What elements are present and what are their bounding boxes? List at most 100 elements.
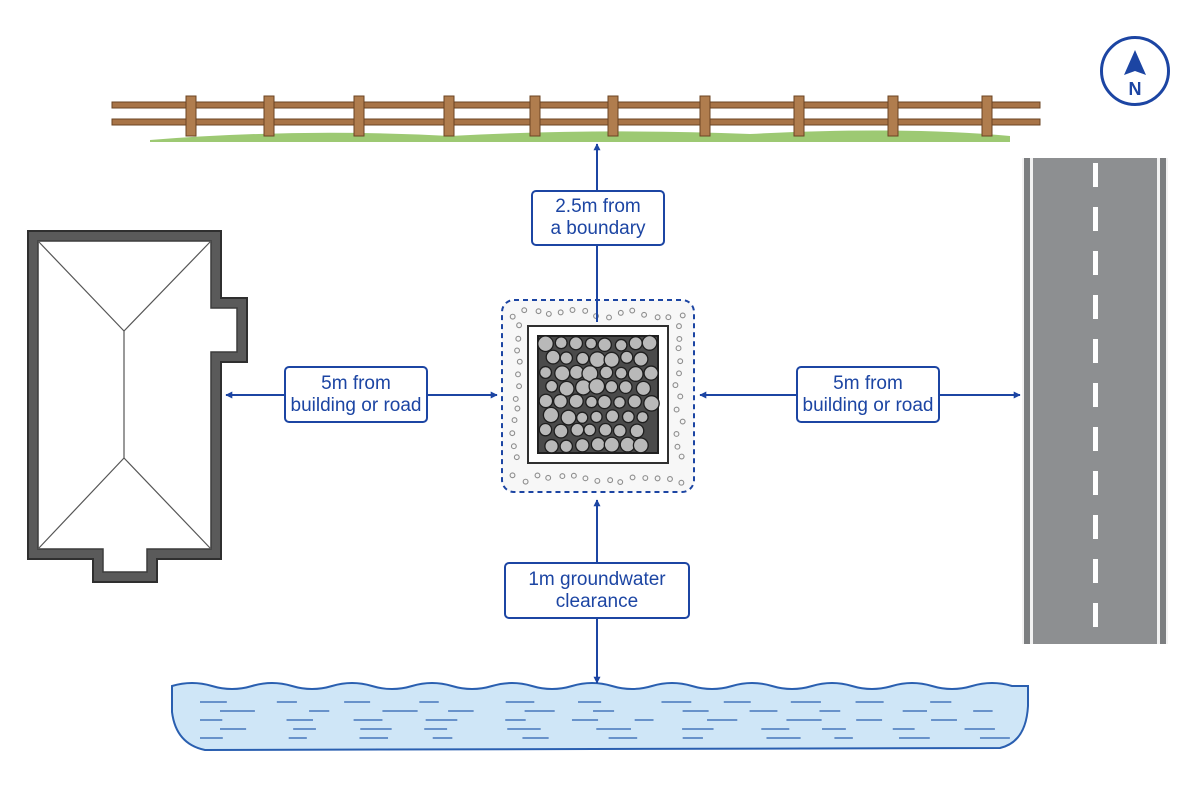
gravel-dot: [521, 307, 528, 314]
road-label-line1: 5m from: [833, 372, 903, 394]
gravel-dot: [674, 443, 681, 450]
gravel-dot: [509, 472, 516, 479]
stone: [588, 351, 606, 369]
groundwater-label-line1: 1m groundwater: [528, 568, 666, 590]
soakaway-pit: [501, 299, 695, 493]
road-dash: [1093, 471, 1098, 495]
road-centre-line: [1093, 163, 1098, 627]
stone: [581, 365, 599, 383]
gravel-dot: [534, 472, 541, 479]
gravel-dot: [511, 417, 518, 424]
groundwater-label-line2: clearance: [555, 590, 639, 612]
gravel-dot: [516, 383, 523, 390]
stone: [568, 336, 584, 351]
stone: [629, 423, 645, 439]
stone: [633, 351, 649, 367]
stone: [552, 393, 568, 409]
stone: [544, 438, 559, 454]
gravel-dot: [509, 313, 516, 320]
gravel-dot: [515, 335, 522, 342]
stone: [554, 365, 571, 382]
gravel-dot: [557, 309, 564, 316]
gravel-dot: [677, 393, 684, 400]
building-label-line2: building or road: [290, 394, 422, 416]
stone: [598, 422, 613, 437]
water-surface: [171, 682, 1029, 752]
stone: [590, 410, 603, 424]
stone: [605, 409, 620, 424]
fence-rail-bottom: [111, 118, 1041, 126]
stone: [636, 410, 649, 424]
water-ripples: [200, 701, 1010, 739]
stone: [603, 351, 620, 368]
gravel-dot: [672, 382, 679, 389]
road-dash: [1093, 163, 1098, 187]
gravel-dot: [570, 472, 577, 479]
stone: [627, 394, 642, 409]
stone: [560, 409, 577, 426]
stone: [538, 422, 553, 437]
gravel-dot: [535, 308, 542, 315]
stone: [545, 379, 559, 393]
stone: [619, 436, 636, 453]
gravel-dot: [594, 477, 601, 484]
stone: [632, 437, 649, 454]
stone: [583, 423, 597, 437]
compass-north-letter: N: [1128, 79, 1142, 99]
gravel-dot: [545, 310, 552, 317]
stone: [570, 422, 585, 437]
gravel-dot: [509, 430, 516, 437]
road-edge-left: [1024, 158, 1030, 644]
gravel-dot: [606, 314, 612, 321]
gravel-dot: [582, 307, 589, 314]
gravel-dot: [617, 309, 624, 316]
gravel-dot: [516, 322, 523, 329]
stone: [604, 379, 619, 394]
fence-post: [529, 95, 541, 137]
road-dash: [1093, 251, 1098, 275]
building-label-line1: 5m from: [321, 372, 391, 394]
gravel-dot: [665, 314, 672, 321]
fence-post: [981, 95, 993, 137]
gravel-dot: [678, 479, 685, 486]
gravel-dot: [559, 473, 566, 480]
stone-aggregate: [537, 334, 660, 454]
stone: [597, 394, 612, 410]
stone: [597, 337, 612, 353]
stone: [568, 393, 584, 409]
stone: [554, 336, 568, 350]
gravel-dot: [629, 474, 636, 481]
gravel-dot: [617, 479, 624, 485]
fence-posts: [185, 95, 993, 137]
stone: [618, 380, 633, 395]
boundary-label-line1: 2.5m from: [555, 196, 641, 217]
stone: [576, 411, 589, 424]
stone: [643, 395, 660, 412]
gravel-dot: [512, 396, 519, 402]
stone: [538, 393, 554, 409]
stone: [599, 365, 614, 380]
gravel-dot: [516, 358, 523, 365]
stone: [643, 365, 659, 381]
road-dash: [1093, 207, 1098, 231]
gravel-dot: [513, 454, 520, 461]
gravel-dot: [510, 443, 517, 450]
house-roof: [37, 240, 238, 573]
house-building: [27, 230, 248, 583]
stone: [553, 423, 569, 439]
fence-post: [185, 95, 197, 137]
gravel-dot: [514, 347, 521, 354]
gravel-dot: [642, 475, 649, 481]
stone: [575, 437, 590, 453]
stone: [590, 436, 606, 452]
boundary-fence: [111, 95, 1041, 142]
boundary-label-line2: a boundary: [550, 218, 646, 239]
stone: [635, 380, 652, 397]
grass-strip: [150, 130, 1010, 142]
roof-hip-lines: [37, 240, 212, 550]
gravel-dot: [667, 476, 673, 482]
fence-post: [353, 95, 365, 137]
fence-rail-top: [111, 101, 1041, 109]
gravel-dot: [629, 307, 636, 314]
